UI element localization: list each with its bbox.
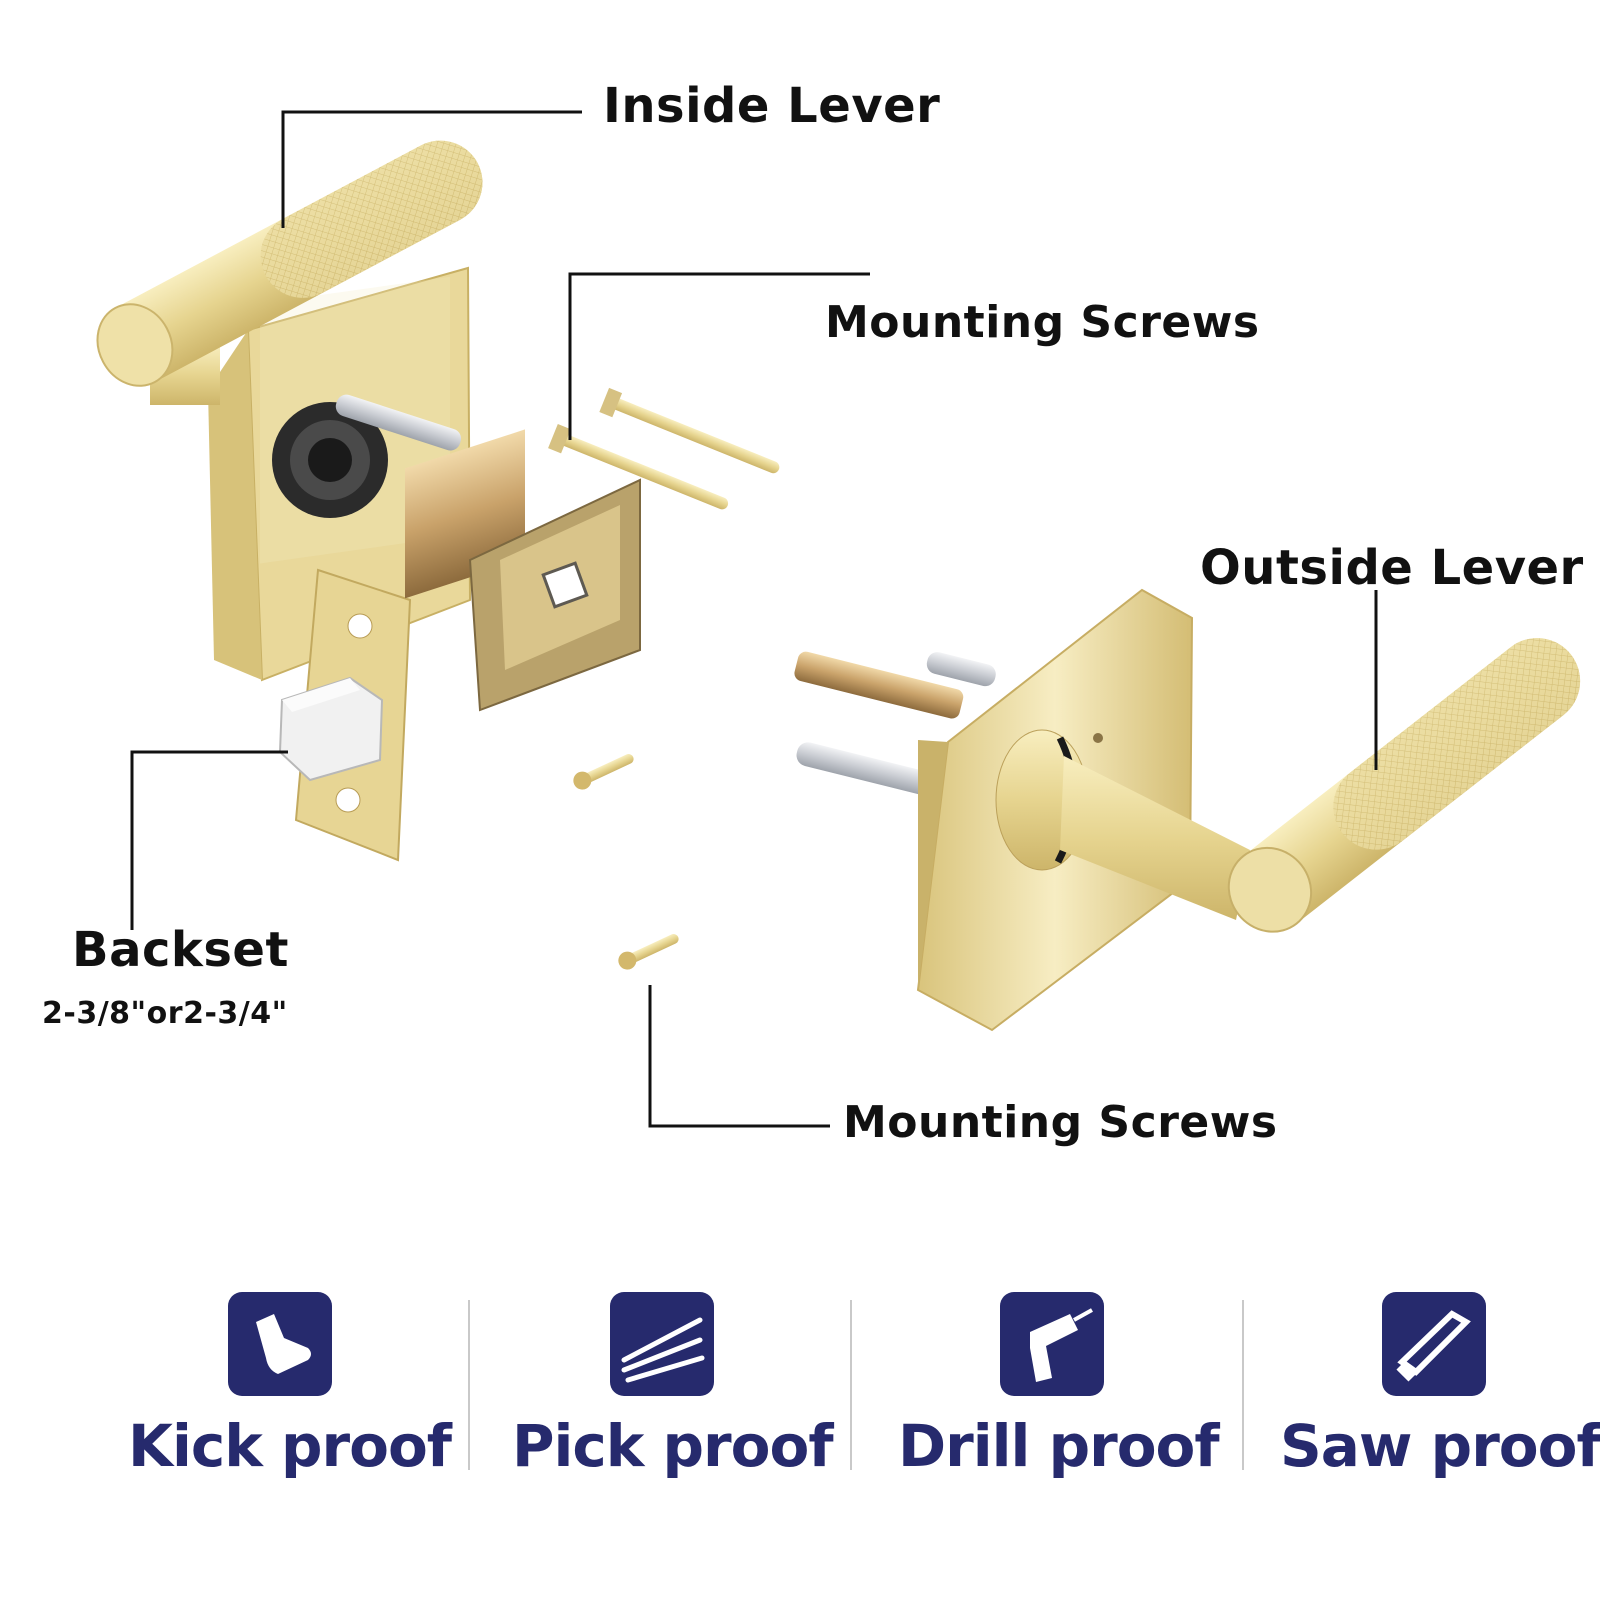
kick-proof-label: Kick proof: [128, 1412, 452, 1480]
lock-parts-illustration: [96, 110, 1581, 1128]
lockpick-icon: [610, 1292, 714, 1396]
drill-proof-badge: [1000, 1292, 1104, 1396]
leader-lines: [130, 110, 1378, 1128]
divider-2: [850, 1300, 852, 1470]
backset-title: Backset: [72, 922, 289, 978]
drill-proof-label: Drill proof: [898, 1412, 1220, 1480]
leader-mounting-screws-top: [568, 272, 870, 440]
divider-3: [1242, 1300, 1244, 1470]
small-screw-upper: [573, 754, 634, 790]
leader-inside-lever: [281, 110, 582, 228]
inside-lever: [96, 140, 483, 682]
leader-backset: [130, 750, 288, 930]
leader-mounting-screws-bottom: [648, 985, 830, 1128]
kick-proof-badge: [228, 1292, 332, 1396]
small-screw-lower: [618, 934, 679, 970]
mounting-screws-top-label: Mounting Screws: [825, 297, 1260, 348]
pick-proof-badge: [610, 1292, 714, 1396]
outside-lever-label: Outside Lever: [1200, 540, 1584, 596]
latch-assembly: [278, 429, 641, 862]
saw-proof-label: Saw proof: [1280, 1412, 1600, 1480]
backset-value: 2-3/8"or2-3/4": [42, 996, 288, 1031]
hacksaw-icon: [1382, 1292, 1486, 1396]
boot-icon: [228, 1292, 332, 1396]
mounting-screws-bottom-label: Mounting Screws: [843, 1097, 1278, 1148]
pick-proof-label: Pick proof: [512, 1412, 834, 1480]
drill-icon: [1000, 1292, 1104, 1396]
outside-lever: [794, 588, 1581, 1032]
divider-1: [468, 1300, 470, 1470]
inside-lever-label: Inside Lever: [603, 78, 941, 134]
saw-proof-badge: [1382, 1292, 1486, 1396]
long-mounting-screws: [548, 387, 780, 510]
